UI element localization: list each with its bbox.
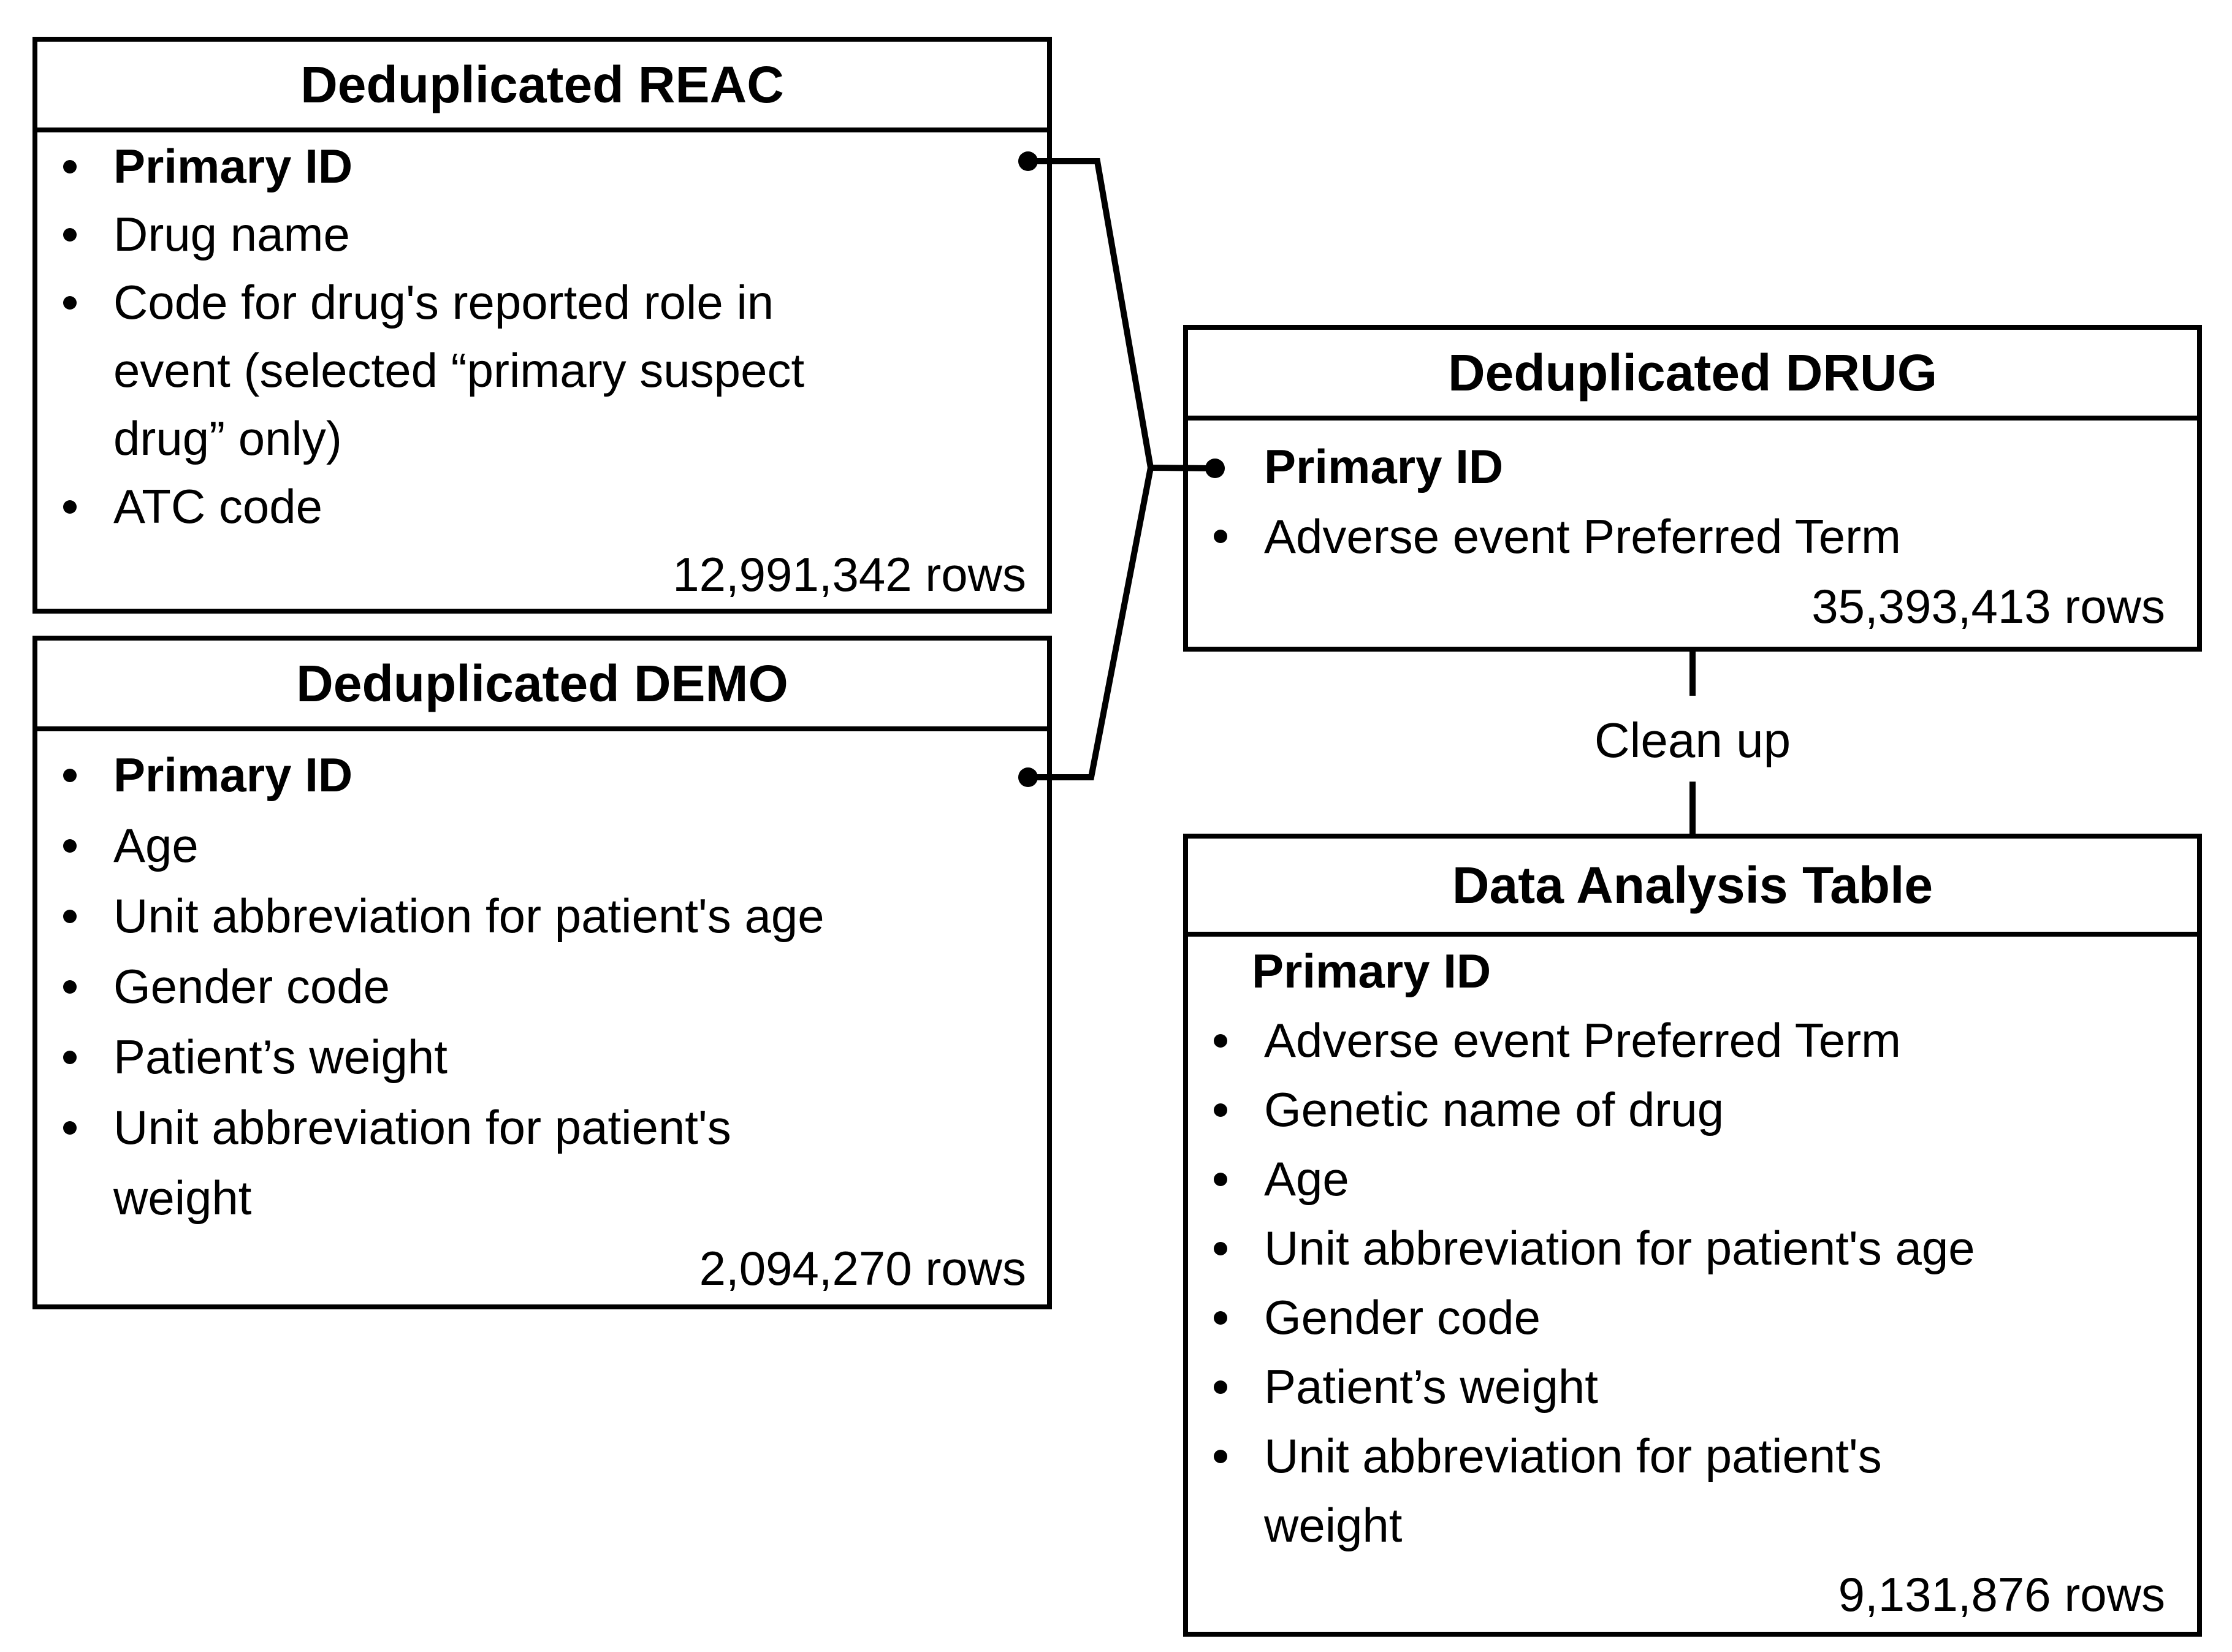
analysis-box-body: Primary ID Adverse event Preferred Term … xyxy=(1188,937,2197,1629)
field-label: Primary ID xyxy=(113,748,353,802)
analysis-field-gender-code: Gender code xyxy=(1188,1283,2197,1352)
reac-box-body: Primary ID Drug name Code for drug's rep… xyxy=(37,132,1047,609)
bullet-icon xyxy=(63,159,77,173)
field-label: Adverse event Preferred Term xyxy=(1264,509,1902,563)
demo-field-weight-unit-line2: weight xyxy=(37,1163,1047,1233)
field-label: Gender code xyxy=(1264,1290,1541,1344)
deduplicated-reac-box: Deduplicated REAC Primary ID Drug name C… xyxy=(32,37,1052,614)
drug-field-adverse-event: Adverse event Preferred Term xyxy=(1188,501,2197,571)
field-label: event (selected “primary suspect xyxy=(113,343,805,397)
reac-field-primary-id: Primary ID xyxy=(37,132,1047,200)
deduplicated-demo-box: Deduplicated DEMO Primary ID Age Unit ab… xyxy=(32,636,1052,1309)
bullet-icon xyxy=(1214,1311,1227,1325)
demo-field-primary-id: Primary ID xyxy=(37,740,1047,810)
row-count-label: 12,991,342 rows xyxy=(672,547,1026,601)
row-count-label: 35,393,413 rows xyxy=(1811,579,2165,633)
demo-field-weight-unit: Unit abbreviation for patient's xyxy=(37,1092,1047,1163)
bullet-icon xyxy=(63,227,77,242)
demo-field-age: Age xyxy=(37,810,1047,881)
field-label: Age xyxy=(1264,1152,1349,1206)
reac-field-role-code: Code for drug's reported role in xyxy=(37,268,1047,337)
demo-field-weight: Patient’s weight xyxy=(37,1022,1047,1092)
bullet-icon xyxy=(63,839,77,853)
bullet-icon xyxy=(63,500,77,514)
reac-row-count: 12,991,342 rows xyxy=(37,541,1047,609)
drug-box-title: Deduplicated DRUG xyxy=(1188,330,2197,421)
field-label: Gender code xyxy=(113,959,390,1013)
field-label: Unit abbreviation for patient's age xyxy=(1264,1221,1975,1275)
data-analysis-table-box: Data Analysis Table Primary ID Adverse e… xyxy=(1183,834,2202,1637)
reac-field-role-code-line3: drug” only) xyxy=(37,405,1047,473)
bullet-icon xyxy=(1214,1449,1227,1463)
analysis-field-genetic-name: Genetic name of drug xyxy=(1188,1075,2197,1144)
field-label: ATC code xyxy=(113,479,323,533)
demo-row-count: 2,094,270 rows xyxy=(37,1233,1047,1304)
bullet-icon xyxy=(1214,1033,1227,1048)
field-label: Genetic name of drug xyxy=(1264,1083,1724,1136)
analysis-field-adverse-event: Adverse event Preferred Term xyxy=(1188,1006,2197,1075)
field-label: Drug name xyxy=(113,207,350,261)
bullet-icon xyxy=(63,980,77,994)
bullet-icon xyxy=(1214,1103,1227,1117)
analysis-field-age-unit: Unit abbreviation for patient's age xyxy=(1188,1214,2197,1283)
field-label: Unit abbreviation for patient's xyxy=(113,1100,731,1154)
field-label: Primary ID xyxy=(1264,439,1504,493)
drug-field-primary-id: Primary ID xyxy=(1188,432,2197,501)
field-label: Primary ID xyxy=(1252,944,1491,998)
bullet-icon xyxy=(63,295,77,310)
bullet-icon xyxy=(63,1121,77,1135)
field-label: Unit abbreviation for patient's xyxy=(1264,1429,1882,1483)
demo-box-body: Primary ID Age Unit abbreviation for pat… xyxy=(37,731,1047,1304)
bullet-icon xyxy=(63,909,77,923)
drug-row-count: 35,393,413 rows xyxy=(1188,571,2197,641)
bullet-icon xyxy=(1214,530,1227,543)
bullet-icon xyxy=(63,1050,77,1064)
field-label: weight xyxy=(113,1171,252,1225)
demo-box-title: Deduplicated DEMO xyxy=(37,641,1047,731)
reac-field-atc-code: ATC code xyxy=(37,473,1047,541)
demo-field-gender-code: Gender code xyxy=(37,951,1047,1022)
row-count-label: 9,131,876 rows xyxy=(1838,1567,2165,1621)
reac-box-title: Deduplicated REAC xyxy=(37,42,1047,132)
field-label: Code for drug's reported role in xyxy=(113,275,774,329)
bullet-icon xyxy=(1214,1380,1227,1394)
analysis-box-title: Data Analysis Table xyxy=(1188,839,2197,937)
analysis-field-weight-unit-line2: weight xyxy=(1188,1491,2197,1560)
field-label: weight xyxy=(1264,1498,1403,1552)
analysis-row-count: 9,131,876 rows xyxy=(1188,1560,2197,1629)
analysis-field-primary-id: Primary ID xyxy=(1188,937,2197,1006)
field-label: Patient’s weight xyxy=(1264,1360,1598,1414)
analysis-field-age: Age xyxy=(1188,1144,2197,1214)
field-label: Age xyxy=(113,818,199,872)
row-count-label: 2,094,270 rows xyxy=(699,1241,1026,1295)
field-label: Adverse event Preferred Term xyxy=(1264,1013,1902,1067)
demo-field-age-unit: Unit abbreviation for patient's age xyxy=(37,881,1047,951)
clean-up-label: Clean up xyxy=(1478,704,1907,777)
reac-field-role-code-line2: event (selected “primary suspect xyxy=(37,337,1047,405)
field-label: Primary ID xyxy=(113,139,353,193)
drug-box-body: Primary ID Adverse event Preferred Term … xyxy=(1188,421,2197,641)
bullet-icon xyxy=(1214,1241,1227,1255)
reac-field-drug-name: Drug name xyxy=(37,200,1047,268)
field-label: Patient’s weight xyxy=(113,1030,448,1084)
analysis-field-weight: Patient’s weight xyxy=(1188,1352,2197,1422)
field-label: Unit abbreviation for patient's age xyxy=(113,889,825,943)
field-label: drug” only) xyxy=(113,411,342,465)
bullet-icon xyxy=(1214,1172,1227,1186)
bullet-icon xyxy=(63,768,77,782)
deduplicated-drug-box: Deduplicated DRUG Primary ID Adverse eve… xyxy=(1183,325,2202,652)
analysis-field-weight-unit: Unit abbreviation for patient's xyxy=(1188,1422,2197,1491)
